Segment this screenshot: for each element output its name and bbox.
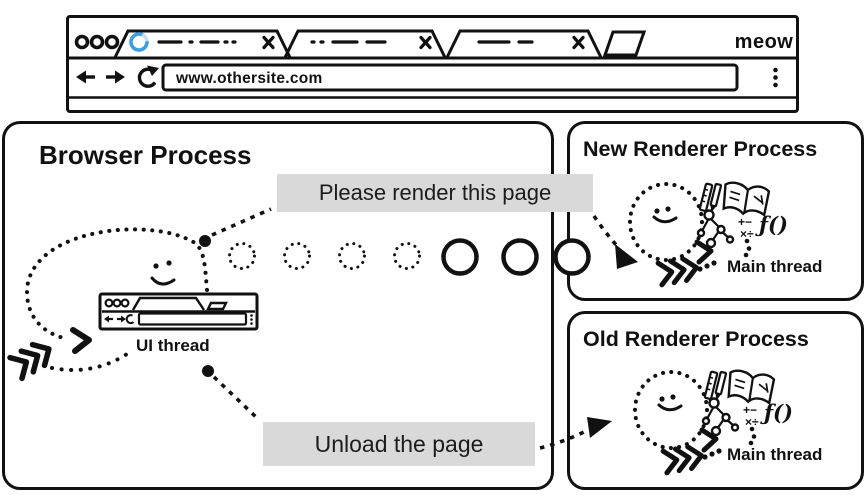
spinner-icon <box>129 32 149 52</box>
back-button[interactable] <box>76 70 95 84</box>
main-thread-label-new: Main thread <box>727 257 823 276</box>
forward-button[interactable] <box>106 70 125 84</box>
main-thread-label-old: Main thread <box>727 445 823 464</box>
tab-2[interactable] <box>283 29 447 59</box>
message-render-label: Please render this page <box>277 174 593 212</box>
tab-close-icon[interactable] <box>262 35 275 50</box>
tab-1[interactable] <box>113 29 292 59</box>
url-bar[interactable] <box>161 63 739 92</box>
browser-window-mockup: meow www.othersite.com <box>66 15 799 113</box>
browser-chrome-art: meow www.othersite.com <box>69 29 796 99</box>
brand-text: meow <box>735 31 794 53</box>
new-renderer-title: New Renderer Process <box>583 137 818 161</box>
window-controls <box>74 34 120 50</box>
old-renderer-title: Old Renderer Process <box>583 327 809 351</box>
message-unload-label: Unload the page <box>263 422 535 466</box>
tab-close-icon[interactable] <box>572 35 585 50</box>
tab-close-icon[interactable] <box>419 35 432 50</box>
url-text: www.othersite.com <box>175 70 323 87</box>
browser-process-title: Browser Process <box>39 140 252 170</box>
tab-3[interactable] <box>445 29 603 59</box>
reload-button[interactable] <box>137 65 159 88</box>
ui-thread-label: UI thread <box>136 336 210 355</box>
kebab-menu-icon[interactable] <box>773 67 778 88</box>
new-tab-button[interactable] <box>602 30 647 57</box>
